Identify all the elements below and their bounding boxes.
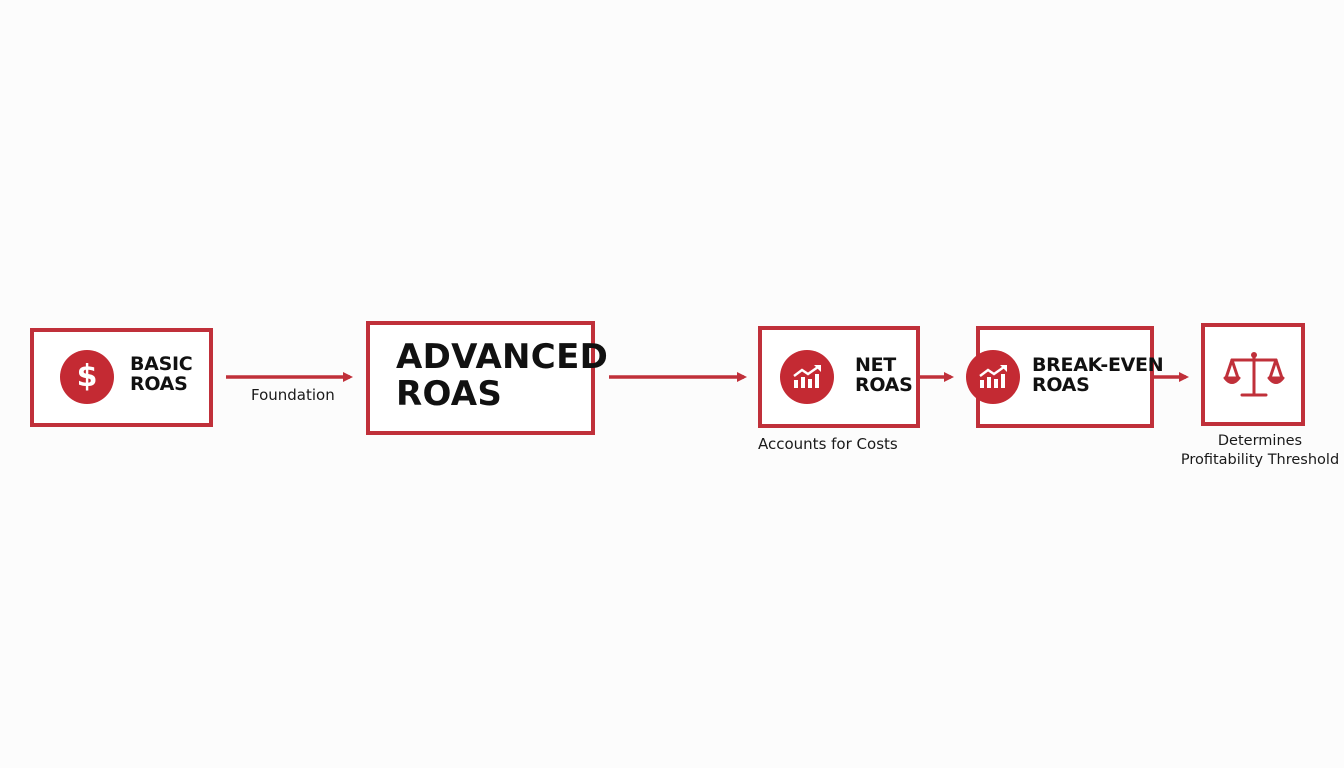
advanced-roas-line2: ROAS <box>396 373 503 414</box>
threshold-caption-line2: Profitability Threshold <box>1180 451 1340 468</box>
advanced-roas-line1: ADVANCED <box>396 337 609 377</box>
advanced-roas-box <box>366 321 595 435</box>
dollar-icon: $ <box>60 350 114 404</box>
net-roas-line1: NET <box>855 354 896 376</box>
net-roas-line2: ROAS <box>855 373 913 396</box>
basic-roas-line2: ROAS <box>130 372 188 395</box>
growth-chart-icon <box>780 350 834 404</box>
breakeven-roas-line1: BREAK-EVEN <box>1032 354 1164 376</box>
foundation-caption: Foundation <box>251 386 335 404</box>
accounts-for-costs-caption: Accounts for Costs <box>758 435 898 453</box>
basic-roas-label: BASIC ROAS <box>130 353 193 395</box>
threshold-caption-line1: Determines <box>1217 433 1303 449</box>
threshold-caption: Determines Profitability Threshold <box>1180 432 1340 470</box>
breakeven-roas-label: BREAK-EVEN ROAS <box>1032 354 1164 396</box>
advanced-roas-label: ADVANCED ROAS <box>396 339 608 412</box>
balance-scale-icon <box>1223 352 1285 397</box>
net-roas-label: NET ROAS <box>855 354 913 396</box>
growth-chart-icon <box>966 350 1020 404</box>
basic-roas-line1: BASIC <box>130 353 193 375</box>
breakeven-roas-line2: ROAS <box>1032 373 1090 396</box>
